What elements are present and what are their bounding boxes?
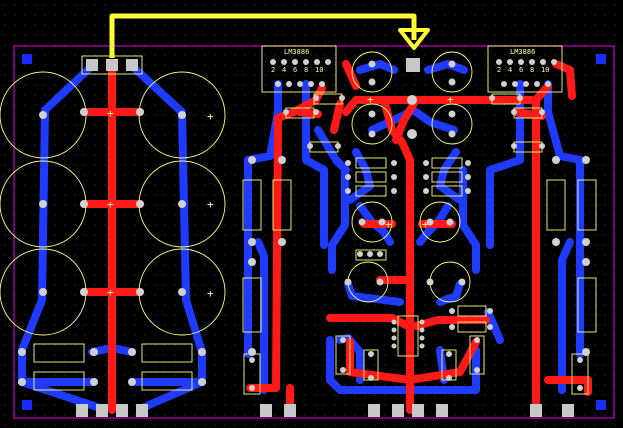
polarity-mark: + bbox=[447, 93, 454, 106]
pin-label: 2 bbox=[271, 66, 275, 74]
pin-label: 2 bbox=[497, 66, 501, 74]
pin-label: 6 bbox=[519, 66, 523, 74]
pin-label: 8 bbox=[530, 66, 534, 74]
polarity-mark: + bbox=[385, 218, 392, 231]
pin-label: 4 bbox=[508, 66, 512, 74]
pin-label: 10 bbox=[541, 66, 549, 74]
ic-label-right: LM3886 bbox=[510, 48, 535, 56]
ic-labels: LM3886 LM3886 bbox=[284, 48, 535, 56]
pin-label: 4 bbox=[282, 66, 286, 74]
polarity-mark: + bbox=[367, 93, 374, 106]
arrow-down-icon bbox=[398, 28, 430, 50]
mounting-holes bbox=[22, 54, 606, 410]
polarity-marks: + + + + + + + + + + bbox=[107, 93, 454, 300]
polarity-mark: + bbox=[207, 198, 214, 211]
polarity-mark: + bbox=[107, 286, 114, 299]
ic-label-left: LM3886 bbox=[284, 48, 309, 56]
polarity-mark: + bbox=[207, 110, 214, 123]
silkscreen-layer bbox=[0, 45, 597, 395]
ic-pin-pads[interactable] bbox=[270, 59, 557, 87]
polarity-mark: + bbox=[107, 198, 114, 211]
pin-number-labels: 2 4 6 8 10 2 4 6 8 10 bbox=[271, 66, 549, 74]
connector-pads[interactable] bbox=[76, 55, 574, 417]
pin-label: 6 bbox=[293, 66, 297, 74]
polarity-mark: + bbox=[107, 107, 114, 120]
pin-label: 10 bbox=[315, 66, 323, 74]
polarity-mark: + bbox=[207, 287, 214, 300]
polarity-mark: + bbox=[422, 218, 429, 231]
via-pads[interactable] bbox=[18, 60, 590, 392]
selected-net-highlight[interactable] bbox=[109, 13, 417, 58]
pin-label: 8 bbox=[304, 66, 308, 74]
